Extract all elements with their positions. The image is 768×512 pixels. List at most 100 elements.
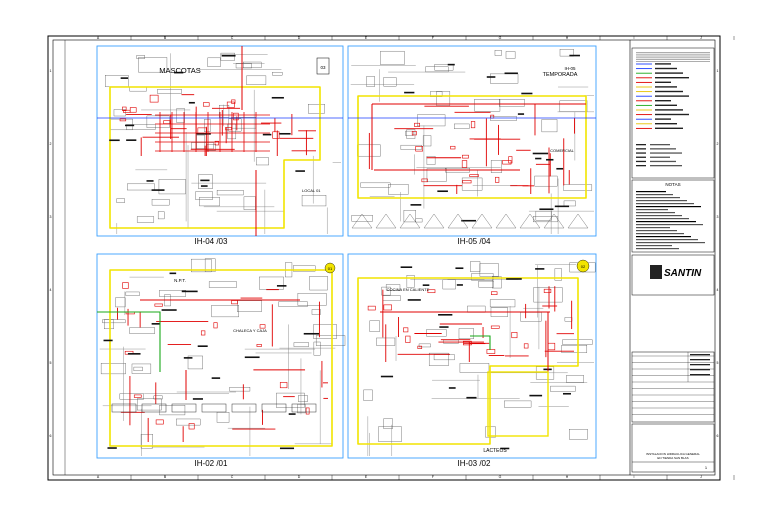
arch-block (153, 395, 163, 400)
fixture-red (279, 382, 288, 389)
tag-ih05: IH-05 (564, 66, 576, 71)
arch-block (151, 199, 170, 206)
arch-block (176, 108, 185, 123)
fixture-red (155, 419, 164, 425)
arch-block (566, 375, 584, 383)
work-boundary (109, 269, 333, 447)
arch-block (243, 61, 262, 69)
callout-label (400, 266, 413, 269)
room-label-chaleca: CHALECA Y CAJA (233, 328, 267, 333)
fixture-red (129, 107, 137, 113)
callout-label (151, 323, 160, 325)
arch-block (100, 363, 126, 375)
revision-text (690, 364, 710, 366)
counter-block (291, 403, 317, 413)
logo-mark (650, 265, 662, 279)
roof-truss (543, 213, 565, 229)
note-text-line (636, 215, 682, 217)
callout-label (437, 190, 448, 193)
callout-label (244, 356, 260, 359)
fixture-red (414, 122, 420, 127)
fixture-red (403, 327, 409, 333)
roof-truss (399, 213, 421, 229)
callout-label (303, 332, 320, 335)
fixture-red (188, 423, 195, 430)
callout-label (438, 314, 453, 316)
legend-text-line (636, 165, 646, 167)
note-text-line (636, 248, 679, 250)
grid-col-top: B (164, 36, 167, 40)
arch-block (461, 177, 483, 191)
fixture-red (231, 300, 238, 305)
callout-label (192, 398, 203, 400)
arch-block (563, 200, 576, 207)
arch-block (313, 324, 337, 339)
callout-label (183, 357, 193, 359)
grid-row-left: 6 (50, 434, 52, 438)
fixture-red (133, 394, 142, 398)
room-label-temporada: TEMPORADA (543, 72, 578, 78)
note-text-line (636, 209, 668, 211)
callout-label (404, 91, 415, 94)
fixture-red (272, 131, 280, 139)
grid-col-top: J (700, 36, 702, 40)
fixture-red (495, 176, 500, 183)
legend-text-line (655, 109, 683, 111)
arch-block (125, 291, 140, 296)
viewport-ih-04[interactable] (96, 45, 344, 237)
arch-block (459, 363, 490, 373)
callout-label (554, 205, 570, 208)
callout-label (439, 326, 449, 328)
revision-text (690, 374, 710, 376)
arch-block (309, 276, 328, 291)
fixture-red (463, 340, 472, 346)
arch-block (131, 363, 152, 374)
callout-label (161, 309, 177, 311)
grid-col-top: A (97, 36, 100, 40)
legend-text-line (650, 156, 670, 158)
callout-label (109, 139, 120, 142)
grid-col-bottom: I (634, 475, 635, 479)
room-label-npt: N.P.T. (174, 278, 186, 283)
arch-block (559, 100, 588, 112)
grid-row-left: 4 (50, 288, 52, 292)
fixture-red (427, 289, 436, 294)
callout-label (279, 132, 291, 135)
roof-truss (519, 213, 541, 229)
legend-header-line (636, 59, 710, 60)
callout-label (188, 101, 195, 104)
callout-label (456, 284, 463, 286)
arch-block (504, 400, 532, 408)
arch-block (276, 392, 305, 408)
legend-text-line (655, 72, 683, 74)
arch-block (403, 210, 416, 223)
viewport-ih-03[interactable] (347, 253, 597, 459)
grid-row-left: 2 (50, 142, 52, 146)
note-text-line (636, 200, 687, 202)
callout-label (506, 278, 522, 280)
grid-row-right: 2 (717, 142, 719, 146)
fixture-red (122, 106, 127, 111)
arch-block (191, 258, 212, 273)
callout-label (276, 285, 287, 287)
callout-label (517, 113, 525, 115)
arch-block (235, 63, 252, 69)
arch-block (550, 385, 576, 392)
svg-text:01: 01 (328, 266, 333, 271)
viewport-ih-05[interactable] (347, 45, 597, 237)
callout-label (279, 447, 295, 450)
legend-header-line (636, 52, 710, 53)
arch-block (311, 309, 321, 315)
legend-text-line (650, 144, 670, 146)
grid-col-bottom: C (231, 475, 234, 479)
logo-text: SANTIN (664, 268, 702, 279)
note-text-line (636, 245, 672, 247)
grid-col-bottom: G (499, 475, 502, 479)
arch-block (220, 52, 235, 61)
arch-block (563, 184, 593, 191)
room-label-comercial: COMERCIAL (550, 148, 575, 153)
counter-block (171, 403, 197, 413)
viewport-ih-02[interactable] (96, 253, 346, 459)
arch-block (297, 404, 306, 414)
arch-block (569, 429, 588, 440)
